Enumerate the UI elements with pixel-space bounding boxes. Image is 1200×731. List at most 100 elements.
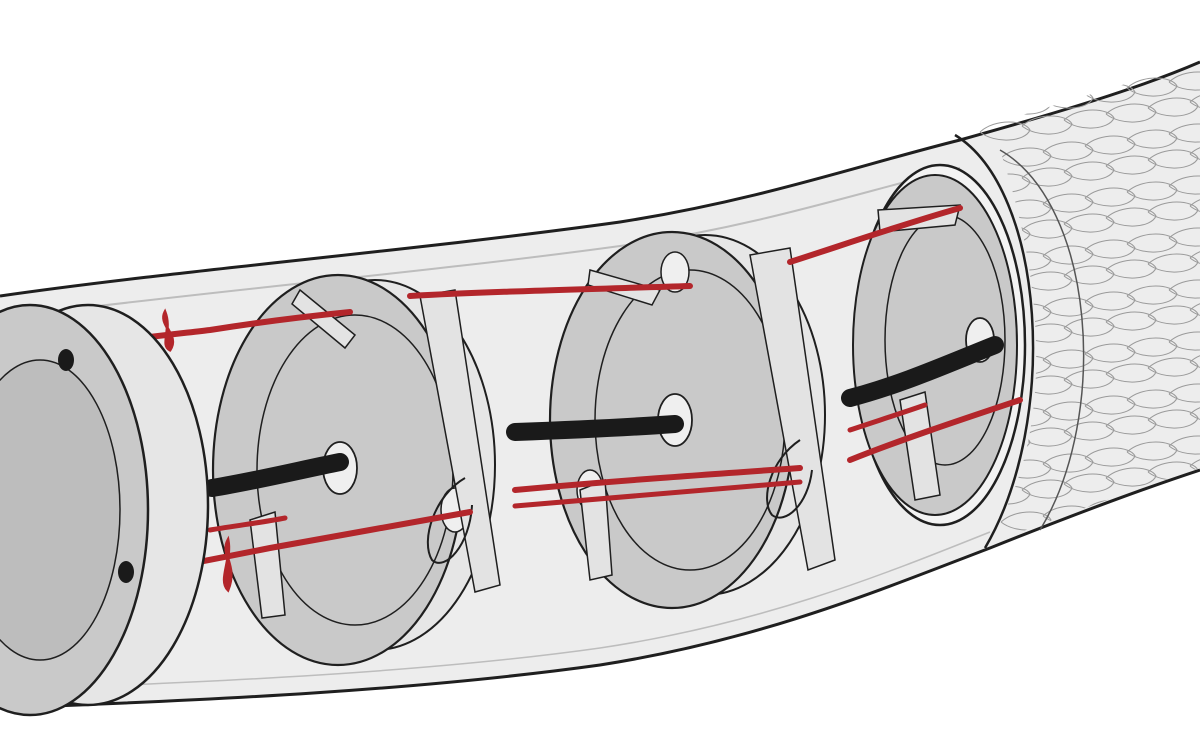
mesh-loop bbox=[1168, 123, 1200, 143]
mesh-loop bbox=[1084, 447, 1136, 467]
mesh-loop bbox=[1042, 401, 1094, 421]
mesh-loop bbox=[1126, 337, 1178, 357]
clip-tab bbox=[899, 391, 941, 501]
core-cable-segment bbox=[506, 415, 684, 441]
mesh-loop bbox=[1063, 62, 1115, 77]
mesh-loop bbox=[1147, 149, 1199, 169]
core-cable-segment bbox=[203, 453, 349, 497]
mesh-loop bbox=[1168, 383, 1200, 403]
mesh-loop bbox=[1063, 161, 1115, 181]
mesh-loop bbox=[1126, 129, 1178, 149]
end-cap-disk bbox=[0, 303, 210, 717]
clip-loop bbox=[766, 439, 813, 519]
mesh-loop bbox=[1084, 343, 1136, 363]
mesh-loop bbox=[1105, 259, 1157, 279]
core-cable-segment bbox=[841, 336, 1004, 407]
mesh-loop bbox=[1063, 265, 1115, 285]
mesh-loop bbox=[1126, 77, 1178, 97]
upper-red-tendon bbox=[407, 283, 693, 299]
mesh-loop bbox=[1084, 135, 1136, 155]
mesh-cuff-left bbox=[954, 133, 1035, 549]
mesh-loop bbox=[1042, 349, 1094, 369]
mesh-loop bbox=[1000, 95, 1052, 115]
mesh-loop bbox=[1105, 467, 1157, 487]
sleeve-bottom-edge bbox=[0, 468, 1200, 710]
mesh-loop bbox=[1063, 317, 1115, 337]
mesh-loop bbox=[1063, 109, 1115, 129]
mesh-loop bbox=[1147, 201, 1199, 221]
mesh-loop bbox=[1021, 219, 1073, 239]
mesh-loop bbox=[1042, 245, 1094, 265]
spacer-disk-face bbox=[852, 174, 1018, 516]
mesh-loop bbox=[1105, 62, 1157, 71]
lower-red-tendon bbox=[512, 479, 803, 509]
mesh-loop bbox=[1105, 103, 1157, 123]
mesh-loop bbox=[1042, 453, 1094, 473]
mesh-loop bbox=[979, 121, 1031, 141]
mesh-loop bbox=[1084, 291, 1136, 311]
mesh-loop bbox=[1000, 511, 1052, 531]
mesh-loop bbox=[1147, 305, 1199, 325]
tendon-anchor-hole bbox=[118, 561, 134, 583]
mesh-loop bbox=[1000, 147, 1052, 167]
lower-red-tendon bbox=[512, 465, 803, 493]
mesh-loop bbox=[1021, 427, 1073, 447]
mesh-loop bbox=[1063, 213, 1115, 233]
tendon-hole bbox=[660, 251, 690, 293]
mesh-loop bbox=[1168, 331, 1200, 351]
mesh-loop bbox=[1168, 175, 1200, 195]
mesh-loop bbox=[1147, 97, 1199, 117]
tendon-anchor-hole bbox=[58, 349, 74, 371]
tendon-knot bbox=[162, 308, 174, 352]
lower-red-tendon bbox=[207, 515, 288, 533]
mesh-loop bbox=[1063, 369, 1115, 389]
tendon-knot bbox=[222, 535, 233, 593]
mesh-loop bbox=[1168, 487, 1200, 507]
mesh-loop bbox=[1126, 285, 1178, 305]
mesh-loop bbox=[1021, 115, 1073, 135]
mesh-loop bbox=[1084, 239, 1136, 259]
mesh-loop bbox=[1190, 40, 1200, 58]
mesh-loop bbox=[1105, 155, 1157, 175]
mesh-loop bbox=[1063, 473, 1115, 493]
lower-red-tendon bbox=[847, 402, 928, 433]
mesh-loop bbox=[1147, 357, 1199, 377]
mesh-loop bbox=[1042, 193, 1094, 213]
clip-tab bbox=[249, 511, 286, 619]
mesh-loop bbox=[1105, 207, 1157, 227]
mesh-loop bbox=[1168, 227, 1200, 247]
lower-red-tendon bbox=[847, 397, 1023, 463]
clip-tab bbox=[291, 288, 357, 350]
clip-loop bbox=[426, 477, 473, 564]
mesh-loop bbox=[1105, 363, 1157, 383]
mesh-loop bbox=[1168, 435, 1200, 455]
mesh-loop bbox=[1042, 89, 1094, 109]
mesh-loop bbox=[1126, 233, 1178, 253]
mesh-loop bbox=[1084, 187, 1136, 207]
mesh-loop bbox=[1021, 323, 1073, 343]
mesh-loop bbox=[1168, 279, 1200, 299]
end-cap-inner-ring bbox=[0, 359, 121, 661]
mesh-loop bbox=[1168, 71, 1200, 91]
mesh-loop bbox=[1105, 311, 1157, 331]
mesh-loop bbox=[1042, 141, 1094, 161]
mesh-loop bbox=[1021, 63, 1073, 83]
mesh-loop bbox=[1126, 389, 1178, 409]
mesh-loop bbox=[979, 69, 1031, 89]
sleeve-top-edge bbox=[0, 60, 1200, 298]
mesh-loop bbox=[1126, 441, 1178, 461]
sleeve-inner-band bbox=[0, 167, 961, 319]
mesh-loop bbox=[1021, 271, 1073, 291]
mesh-loop bbox=[1147, 409, 1199, 429]
mesh-loop bbox=[1021, 375, 1073, 395]
mesh-loop bbox=[1063, 421, 1115, 441]
mesh-loop bbox=[1042, 297, 1094, 317]
clip-tab bbox=[749, 247, 836, 572]
mesh-loop bbox=[1147, 253, 1199, 273]
upper-red-tendon bbox=[787, 205, 963, 265]
mesh-loop bbox=[1126, 181, 1178, 201]
mesh-loop bbox=[1105, 415, 1157, 435]
mesh-loop bbox=[1084, 395, 1136, 415]
